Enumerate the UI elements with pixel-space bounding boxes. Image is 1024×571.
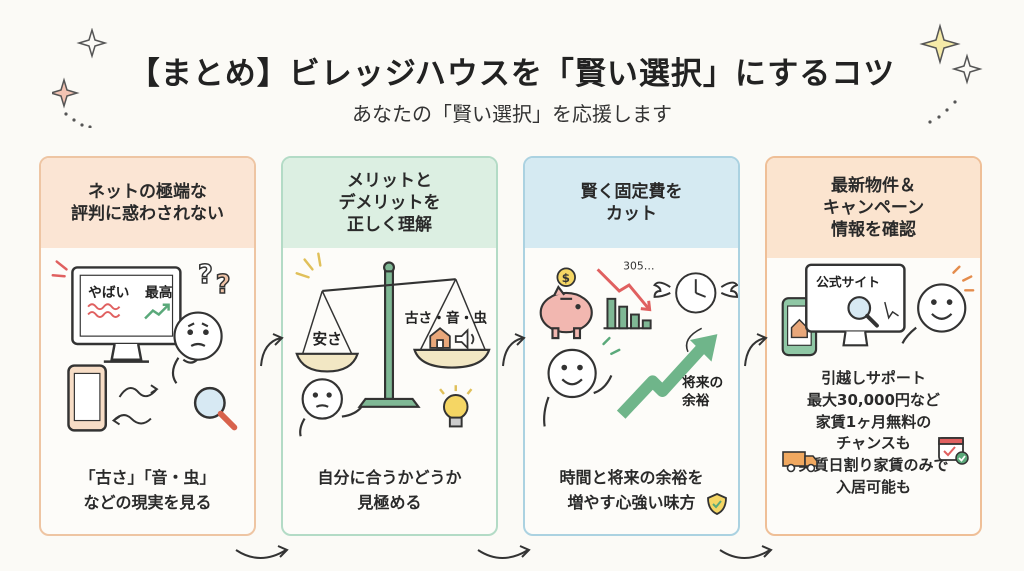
speaker-icon xyxy=(454,328,475,351)
scale-left-label: 安さ xyxy=(312,330,341,348)
card-footer: 「古さ」「音・虫」 などの現実を見る xyxy=(79,468,216,513)
list-item: 引越しサポート xyxy=(821,369,926,387)
sparkle-icon xyxy=(52,28,108,128)
svg-text:?: ? xyxy=(198,260,213,290)
tip-card-4: 最新物件＆ キャンペーン 情報を確認 公式サイト xyxy=(765,156,982,536)
lightbulb-icon xyxy=(439,385,473,428)
smartphone-icon xyxy=(67,364,108,432)
arrow-icon xyxy=(118,387,158,398)
review-label-bad: やばい xyxy=(88,285,129,301)
campaign-list: 引越しサポート 最大30,000円など 家賃1ヶ月無料の チャンスも 実質日割り… xyxy=(767,368,980,499)
sparkle-icon xyxy=(919,23,983,124)
list-item: 家賃1ヶ月無料の xyxy=(815,412,932,431)
monitor-icon xyxy=(71,266,182,363)
card-illustration: やばい 最高 ? ? xyxy=(51,259,238,432)
future-label-line-2: 余裕 xyxy=(681,392,710,409)
future-label-line-1: 将来の xyxy=(682,374,723,391)
svg-text:$: $ xyxy=(562,271,570,285)
future-label: 将来の 余裕 xyxy=(681,374,728,409)
page-subtitle: あなたの「賢い選択」を応援します xyxy=(352,102,672,126)
screen-label: 公式サイト xyxy=(816,274,880,290)
review-label-good: 最高 xyxy=(145,284,173,301)
thinking-person-icon xyxy=(299,378,363,437)
confused-person-icon xyxy=(171,311,223,384)
piggy-bank-icon xyxy=(539,285,593,340)
card-illustration: 公式サイト xyxy=(781,263,975,357)
falling-chart-icon xyxy=(596,268,652,330)
trend-label: 305… xyxy=(623,259,654,272)
alert-marks-icon xyxy=(51,260,68,278)
card-heading: ネットの極端な 評判に惑わされない xyxy=(41,158,254,248)
card-footer: 自分に合うかどうか 見極める xyxy=(317,468,462,513)
happy-person-icon xyxy=(543,348,613,427)
magnifier-icon xyxy=(847,296,899,328)
arrow-icon xyxy=(719,545,773,559)
sparkle-icon xyxy=(295,252,322,279)
card-footer: 時間と将来の余裕を 増やす心強い味方 xyxy=(559,468,704,513)
card-heading: 賢く固定費を カット xyxy=(525,158,738,248)
house-icon xyxy=(429,327,451,349)
arrow-icon xyxy=(477,545,531,559)
question-icon: ? ? xyxy=(197,259,231,300)
card-heading: 最新物件＆ キャンペーン 情報を確認 xyxy=(767,158,980,258)
scale-right-label: 古さ・音・虫 xyxy=(405,309,488,326)
page-title: 【まとめ】ビレッジハウスを「賢い選択」にするコツ xyxy=(128,56,896,92)
tip-card-2: メリットと デメリットを 正しく理解 安さ 古さ・音・虫 xyxy=(281,156,498,536)
arrow-icon xyxy=(502,333,526,367)
list-item: 最大30,000円など xyxy=(807,390,940,409)
magnifier-icon xyxy=(193,386,238,431)
balance-scale-icon xyxy=(295,261,491,408)
truck-icon xyxy=(782,451,818,473)
arrow-icon xyxy=(744,333,768,367)
coin-icon: $ xyxy=(556,267,576,287)
arrow-icon xyxy=(235,545,289,559)
rising-arrow-icon xyxy=(616,334,718,419)
list-item: チャンスも xyxy=(836,434,911,453)
arrow-icon xyxy=(685,327,703,353)
card-heading: メリットと デメリットを 正しく理解 xyxy=(283,158,496,248)
list-item: 実質日割り家賃のみで xyxy=(798,456,949,474)
tip-card-3: 賢く固定費を カット $ 305… xyxy=(523,156,740,536)
tip-card-1: ネットの極端な 評判に惑わされない やばい 最高 ? ? xyxy=(39,156,256,536)
arrow-icon xyxy=(260,333,284,367)
svg-text:?: ? xyxy=(216,270,231,300)
shield-icon xyxy=(707,493,727,515)
winged-clock-icon xyxy=(653,272,738,314)
card-illustration: 安さ 古さ・音・虫 xyxy=(295,252,491,437)
list-item: 入居可能も xyxy=(835,477,911,496)
happy-person-icon xyxy=(901,283,967,344)
card-illustration: $ 305… xyxy=(539,259,738,427)
calendar-check-icon xyxy=(938,437,969,465)
